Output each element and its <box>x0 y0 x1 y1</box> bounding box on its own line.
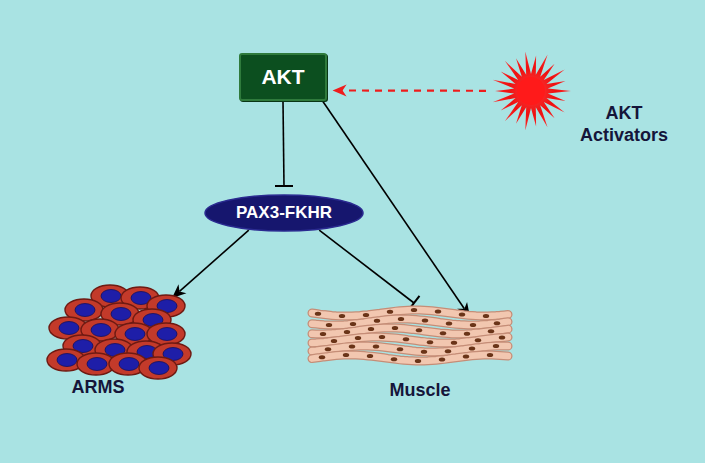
node-label: AKT <box>241 55 324 99</box>
node-label: AKT Activators <box>574 102 674 146</box>
node-label: Muscle <box>350 379 490 401</box>
akt-box: AKT <box>239 53 326 101</box>
node-label: PAX3-FKHR <box>204 194 364 232</box>
connector <box>319 230 419 310</box>
connector <box>333 84 486 96</box>
tumor-cells <box>48 284 188 376</box>
node-label: ARMS <box>48 376 148 398</box>
arms-cells: ARMS <box>48 284 188 402</box>
muscle-fibers: Muscle <box>310 305 510 405</box>
connector <box>172 230 249 298</box>
muscle-illustration <box>310 305 510 369</box>
connector <box>275 101 293 186</box>
starburst <box>486 46 576 136</box>
pax3-fkhr-ellipse: PAX3-FKHR <box>204 194 364 232</box>
activator-burst: AKT Activators <box>486 46 676 158</box>
